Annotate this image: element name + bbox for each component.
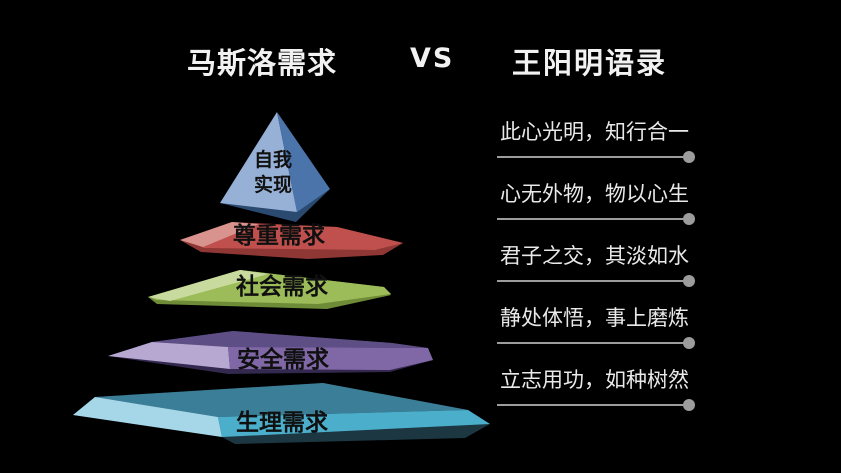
- esteem-slab-highlight: [180, 222, 259, 247]
- social-slab-highlight: [148, 270, 268, 301]
- esteem-label: 尊重需求: [233, 222, 325, 249]
- quote-dot-4: [683, 337, 695, 349]
- pyramid-level-self-actualization: 自我 实现: [220, 112, 330, 222]
- physio-label: 生理需求: [236, 410, 328, 436]
- quote-dot-2: [683, 213, 695, 225]
- quote-text-1: 此心光明，知行合一: [500, 120, 689, 144]
- social-label: 社会需求: [236, 273, 328, 300]
- title-wangyangming: 王阳明语录: [512, 46, 668, 80]
- safety-slab-face: [228, 347, 433, 370]
- quote-text-3: 君子之交，其淡如水: [500, 244, 689, 268]
- quote-underline-5: [497, 399, 695, 411]
- quote-underline-4: [497, 337, 695, 349]
- quote-dot-3: [683, 275, 695, 287]
- quote-row-3: 君子之交，其淡如水: [497, 244, 707, 287]
- quote-dot-5: [683, 399, 695, 411]
- quote-row-2: 心无外物，物以心生: [497, 182, 707, 225]
- title-vs: VS: [410, 43, 455, 74]
- social-slab-face: [150, 270, 391, 304]
- pyramid-cap-right-face: [277, 112, 330, 212]
- quote-text-5: 立志用功，如种树然: [500, 368, 689, 392]
- pyramid-cap-left-face: [220, 112, 297, 212]
- pyramid-level-social: 社会需求: [148, 270, 391, 309]
- safety-slab-highlight: [108, 342, 230, 369]
- title-maslow: 马斯洛需求: [187, 46, 338, 80]
- pyramid-level-esteem: 尊重需求: [180, 222, 403, 259]
- physio-slab-highlight: [73, 397, 222, 437]
- physio-slab-face: [218, 410, 490, 437]
- safety-slab-top: [152, 331, 428, 348]
- pyramid-label-line2: 实现: [254, 173, 292, 196]
- quote-dot-1: [683, 151, 695, 163]
- quote-text-2: 心无外物，物以心生: [500, 182, 689, 206]
- quote-text-4: 静处体悟，事上磨炼: [500, 306, 689, 330]
- pyramid-level-safety: 安全需求: [108, 331, 433, 374]
- pyramid-level-physiological: 生理需求: [73, 383, 490, 444]
- quote-row-5: 立志用功，如种树然: [497, 368, 707, 411]
- quote-row-1: 此心光明，知行合一: [497, 120, 707, 163]
- quote-underline-1: [497, 151, 695, 163]
- pyramid-label-line1: 自我: [254, 148, 292, 171]
- physio-slab-top: [95, 383, 468, 417]
- quote-underline-2: [497, 213, 695, 225]
- quote-underline-3: [497, 275, 695, 287]
- safety-label: 安全需求: [237, 346, 329, 373]
- quote-row-4: 静处体悟，事上磨炼: [497, 306, 707, 349]
